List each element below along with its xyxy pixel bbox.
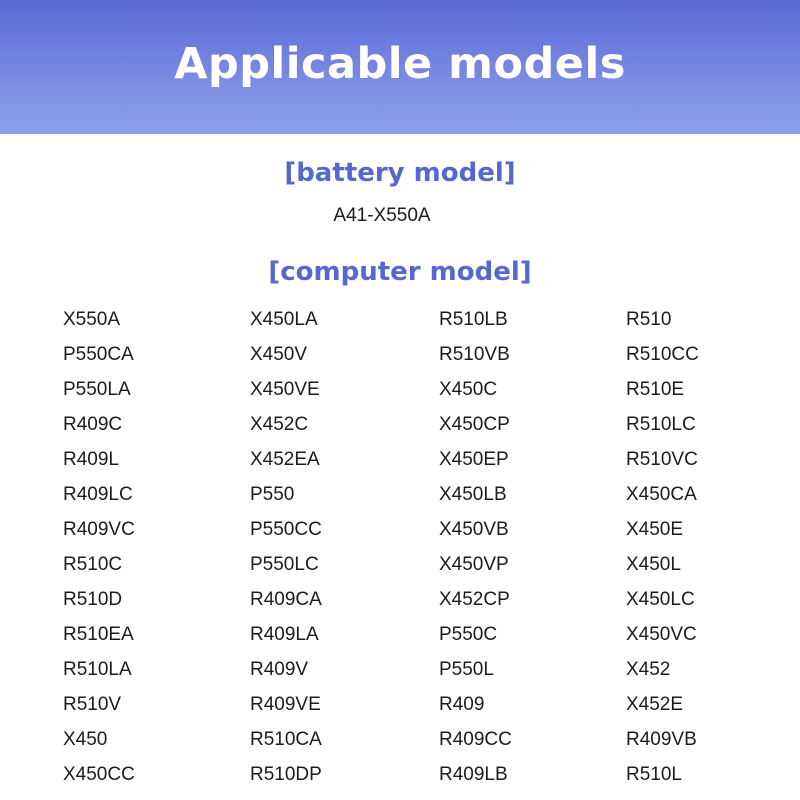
computer-model-item: R510CC (626, 344, 699, 365)
computer-model-item: R510E (626, 379, 685, 400)
computer-model-item: R409 (439, 694, 485, 715)
computer-model-item: X450E (626, 519, 684, 540)
computer-model-item: R409VC (63, 519, 135, 540)
computer-model-item: R510LC (626, 414, 696, 435)
computer-model-item: R510LB (439, 309, 508, 330)
computer-model-item: R510L (626, 764, 682, 785)
computer-model-item: X452C (250, 414, 309, 435)
computer-model-item: P550 (250, 484, 295, 505)
computer-model-item: P550L (439, 659, 494, 680)
computer-model-item: R510 (626, 309, 672, 330)
battery-model-heading: [battery model] (284, 158, 516, 188)
computer-model-item: P550C (439, 624, 498, 645)
computer-model-item: X450V (250, 344, 308, 365)
computer-model-item: R510DP (250, 764, 322, 785)
computer-model-item: X450LB (439, 484, 507, 505)
computer-model-item: R510EA (63, 624, 134, 645)
computer-model-item: X452 (626, 659, 671, 680)
computer-model-item: X452EA (250, 449, 320, 470)
computer-model-item: X550A (63, 309, 121, 330)
computer-model-item: R510CA (250, 729, 322, 750)
computer-model-item: R510LA (63, 659, 132, 680)
computer-model-item: X450C (439, 379, 498, 400)
computer-model-item: R409VE (250, 694, 321, 715)
computer-model-item: R409L (63, 449, 119, 470)
computer-model-item: X450CP (439, 414, 510, 435)
computer-model-item: X450EP (439, 449, 509, 470)
computer-model-item: R409VB (626, 729, 697, 750)
computer-model-item: P550CA (63, 344, 134, 365)
computer-model-item: X450VE (250, 379, 320, 400)
computer-model-item: R409LA (250, 624, 319, 645)
computer-model-item: R510D (63, 589, 123, 610)
header-banner: Applicable models (0, 0, 800, 134)
computer-model-item: R409CC (439, 729, 512, 750)
battery-model-value: A41-X550A (333, 205, 431, 226)
computer-model-item: X450LA (250, 309, 318, 330)
computer-model-item: R510V (63, 694, 122, 715)
computer-model-item: X450L (626, 554, 681, 575)
computer-model-item: R409CA (250, 589, 322, 610)
computer-model-item: X452CP (439, 589, 510, 610)
page-title: Applicable models (174, 39, 626, 89)
computer-model-item: X450 (63, 729, 108, 750)
computer-model-item: X450VB (439, 519, 509, 540)
computer-model-item: R510VC (626, 449, 698, 470)
computer-model-item: R510VB (439, 344, 510, 365)
computer-model-item: P550LC (250, 554, 319, 575)
computer-model-item: X450LC (626, 589, 695, 610)
computer-model-item: R409LB (439, 764, 508, 785)
computer-model-item: X450VC (626, 624, 697, 645)
computer-model-item: X452E (626, 694, 684, 715)
computer-model-heading: [computer model] (268, 257, 532, 287)
computer-model-item: R510C (63, 554, 123, 575)
computer-model-item: P550CC (250, 519, 322, 540)
computer-model-item: X450VP (439, 554, 509, 575)
computer-model-item: R409C (63, 414, 123, 435)
computer-model-item: X450CA (626, 484, 697, 505)
computer-model-item: P550LA (63, 379, 131, 400)
computer-model-item: R409V (250, 659, 309, 680)
computer-model-item: X450CC (63, 764, 135, 785)
computer-model-item: R409LC (63, 484, 133, 505)
